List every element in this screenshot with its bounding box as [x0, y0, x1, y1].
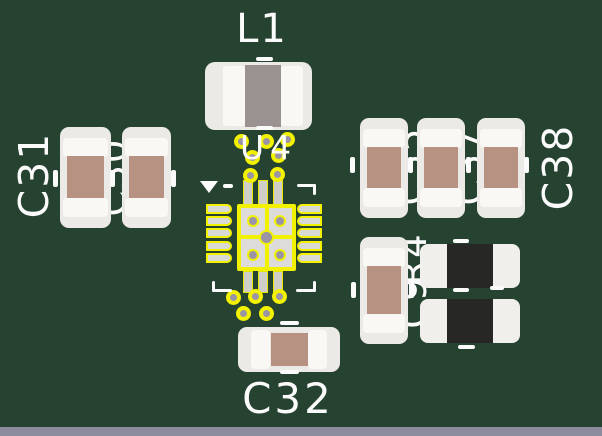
via [247, 215, 259, 227]
silkscreen-tick [351, 282, 356, 298]
ic-side-pad [297, 216, 322, 226]
cap-terminal [363, 314, 405, 333]
ic-side-pad [297, 253, 322, 263]
cap-body [367, 266, 401, 315]
silkscreen-tick [408, 157, 413, 173]
via [270, 167, 285, 182]
cap-terminal [363, 129, 405, 148]
silkscreen-tick [280, 370, 299, 374]
courtyard-bracket [297, 184, 316, 187]
cap-terminal [63, 198, 108, 217]
resistor-2 [420, 299, 520, 343]
silkscreen-tick [53, 170, 58, 187]
cap-terminal [420, 188, 462, 207]
via [271, 148, 286, 163]
designator-l1: L1 [236, 6, 288, 52]
via [236, 306, 251, 321]
silkscreen-tick [453, 288, 469, 292]
silkscreen-tick [350, 157, 355, 173]
via [280, 132, 295, 147]
ic-pad-strip [243, 180, 253, 205]
inductor-terminal [281, 66, 303, 126]
courtyard-bracket [212, 289, 232, 292]
resistor-body [447, 299, 493, 343]
cap-terminal [125, 198, 168, 217]
ic-side-pad [206, 228, 232, 238]
ic-side-pad [206, 241, 232, 251]
inductor-core [245, 65, 281, 127]
board-edge [0, 427, 602, 436]
resistor-body [447, 244, 493, 288]
ic-pad-strip [273, 180, 283, 205]
inductor-terminal [223, 66, 245, 126]
cap-body [367, 147, 401, 189]
via [247, 249, 259, 261]
silkscreen-tick [409, 282, 414, 298]
silkscreen-tick [466, 157, 471, 173]
cap-terminal [308, 330, 327, 369]
cap-body [484, 147, 518, 189]
via [234, 134, 249, 149]
ic-side-pad [297, 204, 322, 214]
silkscreen-dash [223, 184, 233, 188]
cap-body [67, 156, 104, 199]
courtyard-bracket [313, 184, 316, 195]
inductor-l1 [205, 62, 312, 130]
ic-side-pad [297, 241, 322, 251]
cap-body [271, 333, 309, 366]
via [245, 150, 260, 165]
via [259, 230, 274, 245]
ic-side-pad [206, 253, 232, 263]
capacitor-c32 [238, 327, 340, 372]
silkscreen-tick [256, 57, 273, 61]
capacitor-left-2 [122, 127, 171, 228]
via [259, 134, 274, 149]
silkscreen-tick [490, 286, 504, 290]
capacitor-right-2 [417, 118, 465, 218]
via [248, 289, 263, 304]
courtyard-bracket [313, 281, 316, 292]
cap-terminal [125, 138, 168, 157]
via [226, 290, 241, 305]
silkscreen-tick [458, 345, 475, 349]
capacitor-right-1 [360, 118, 408, 218]
ic-side-pad [206, 216, 232, 226]
cap-terminal [251, 330, 270, 369]
via [274, 249, 286, 261]
cap-terminal [363, 248, 405, 267]
ic-side-pad [297, 228, 322, 238]
resistor-1 [420, 244, 520, 288]
silkscreen-tick [453, 239, 469, 243]
capacitor-left-1 [60, 127, 111, 228]
designator-u4: U4 [240, 128, 298, 167]
silkscreen-tick [256, 126, 273, 130]
cap-terminal [420, 129, 462, 148]
ic-pad-strip [258, 271, 268, 293]
via [259, 306, 274, 321]
cap-body [129, 156, 164, 199]
silkscreen-tick [280, 321, 299, 325]
courtyard-bracket [296, 289, 316, 292]
ic-side-pad [206, 204, 232, 214]
silkscreen-tick [524, 157, 529, 173]
cap-terminal [63, 138, 108, 157]
courtyard-bracket [212, 281, 215, 292]
designator-c32: C32 [242, 374, 334, 423]
designator-c31: C31 [10, 131, 58, 219]
cap-terminal [480, 129, 522, 148]
via [272, 289, 287, 304]
capacitor-right-3 [477, 118, 525, 218]
capacitor-lower-right [360, 237, 408, 344]
via [243, 168, 258, 183]
via [274, 215, 286, 227]
silkscreen-tick [171, 170, 176, 187]
ic-pad-strip [258, 180, 268, 205]
cap-terminal [480, 188, 522, 207]
cap-body [424, 147, 458, 189]
pin1-marker-triangle [200, 181, 218, 193]
silkscreen-tick [110, 170, 115, 187]
cap-terminal [363, 188, 405, 207]
designator-c38: C38 [534, 123, 582, 211]
